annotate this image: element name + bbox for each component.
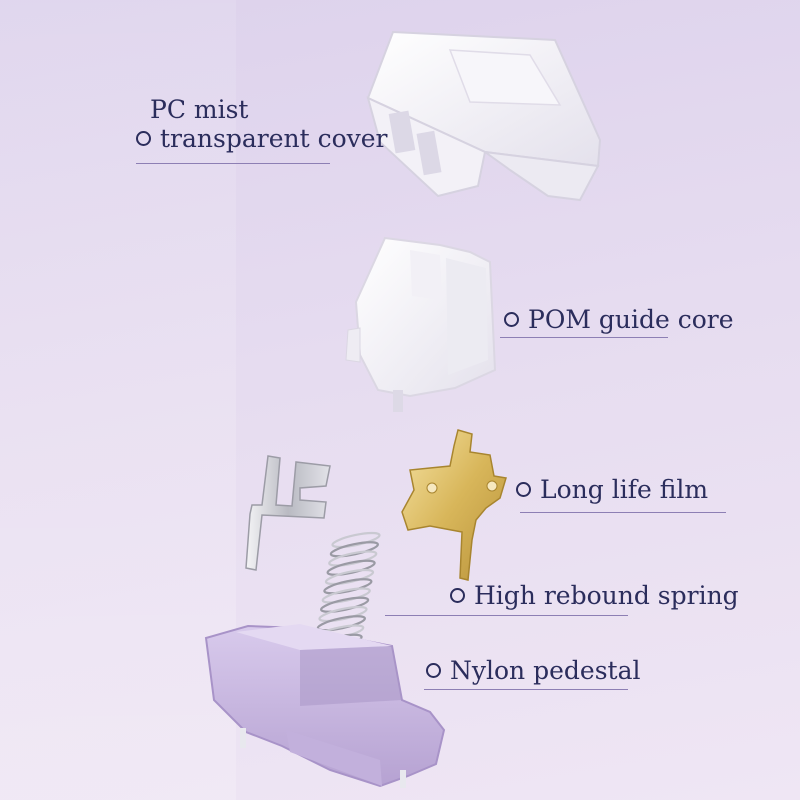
silver-contact-part (245, 455, 331, 571)
pedestal-label-text: Nylon pedestal (450, 656, 641, 685)
guide-label-text: POM guide core (528, 305, 734, 334)
guide-label: POM guide core (504, 305, 734, 335)
spring-leader-line (385, 615, 628, 616)
circle-bullet-icon (516, 482, 531, 497)
spring-coil (320, 596, 370, 613)
spring-coil (324, 568, 375, 586)
pedestal-leader-line (424, 689, 628, 690)
pedestal-label: Nylon pedestal (426, 656, 640, 686)
spring-label-text: High rebound spring (474, 581, 739, 610)
film-label: Long life film (516, 475, 708, 505)
spring-coil (321, 587, 371, 604)
spring-coil (316, 615, 366, 632)
film-leader-line (520, 512, 726, 513)
film-label-text: Long life film (540, 475, 709, 504)
pedestal-part (204, 624, 446, 788)
spring-coil (318, 605, 368, 623)
guide-core-part (345, 236, 497, 412)
circle-bullet-icon (450, 588, 465, 603)
spring-coil (323, 578, 373, 595)
guide-leader-line (500, 337, 668, 338)
circle-bullet-icon (426, 663, 441, 678)
spring-coil (329, 541, 379, 558)
circle-bullet-icon (136, 131, 151, 146)
spring-coil (326, 559, 376, 576)
spring-coil (328, 550, 378, 567)
cover-label-line1: PC mist (150, 95, 249, 124)
cover-label-line2: transparent cover (160, 124, 388, 153)
background-panel (0, 0, 236, 800)
cover-label: transparent cover (136, 124, 388, 154)
transparent-cover-part (366, 30, 602, 202)
spring-coil (331, 531, 381, 549)
gold-film-part (401, 429, 507, 581)
circle-bullet-icon (504, 312, 519, 327)
spring-label: High rebound spring (450, 581, 739, 611)
cover-leader-line (136, 163, 330, 164)
